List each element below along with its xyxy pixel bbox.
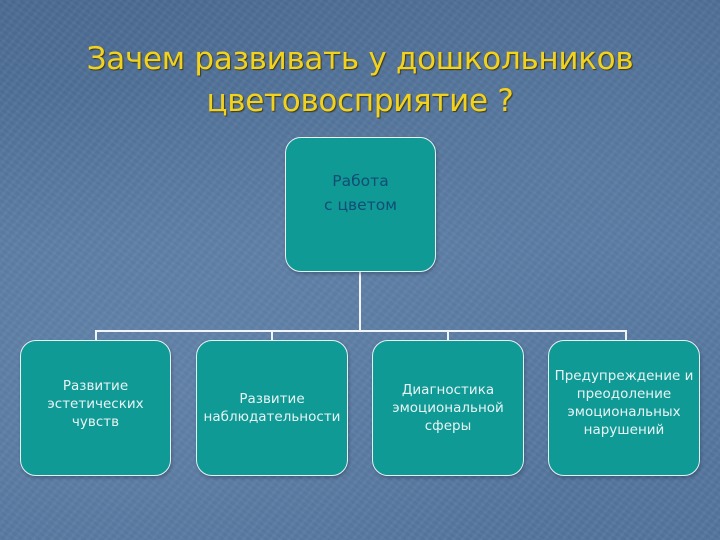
connector-child-3: [447, 330, 449, 341]
child-node-label: Развитие эстетических чувств: [47, 378, 144, 430]
connector-child-4: [625, 330, 627, 341]
child-node-emotional-disorders: Предупреждение и преодоление эмоциональн…: [548, 340, 700, 476]
child-node-label: Развитие наблюдательности: [203, 391, 341, 425]
slide-title: Зачем развивать у дошкольников цветовосп…: [0, 38, 720, 122]
connector-root-stem: [359, 272, 361, 332]
root-node-label: Работа с цветом: [324, 171, 397, 214]
connector-child-1: [95, 330, 97, 341]
connector-horizontal-bar: [95, 330, 627, 332]
title-line-1: Зачем развивать у дошкольников: [86, 41, 634, 77]
child-node-aesthetic-feelings: Развитие эстетических чувств: [20, 340, 171, 476]
child-node-label: Диагностика эмоциональной сферы: [392, 382, 504, 434]
child-node-observation: Развитие наблюдательности: [196, 340, 348, 476]
child-node-label: Предупреждение и преодоление эмоциональн…: [554, 368, 694, 438]
connector-child-2: [271, 330, 273, 341]
root-node: Работа с цветом: [285, 137, 436, 272]
title-line-2: цветовосприятие ?: [206, 83, 514, 119]
child-node-emotional-diagnostics: Диагностика эмоциональной сферы: [372, 340, 524, 476]
